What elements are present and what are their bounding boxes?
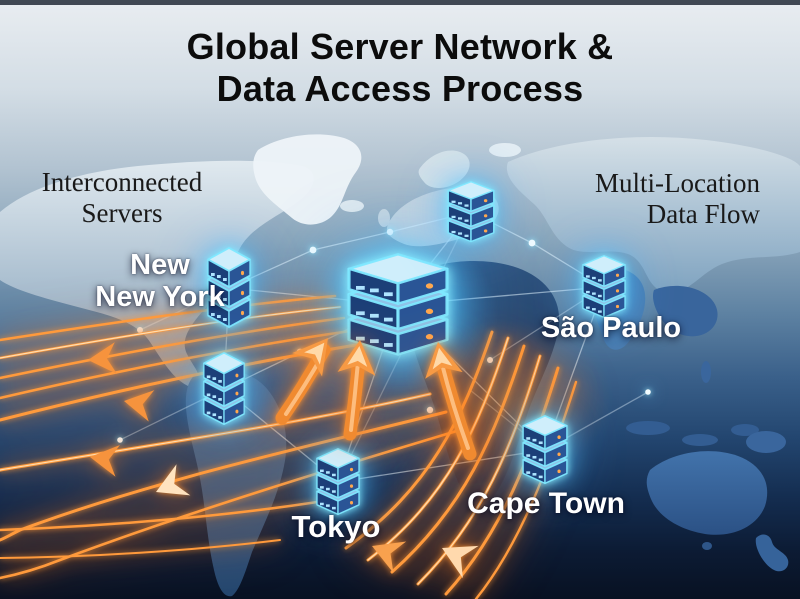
continent-australia xyxy=(646,451,768,535)
label-sao-paulo: São Paulo xyxy=(540,312,682,344)
continent-asia xyxy=(506,136,800,293)
server-icon-central xyxy=(342,253,454,357)
continent-north-america xyxy=(0,160,314,386)
server-icon-europe xyxy=(445,181,497,243)
server-icon-cape-town xyxy=(520,415,570,485)
page-title: Global Server Network & Data Access Proc… xyxy=(186,26,614,110)
island-indonesia xyxy=(682,434,718,446)
caption-interconnected-servers: Interconnected Servers xyxy=(41,167,203,228)
server-icon-tokyo xyxy=(314,448,362,516)
island-indonesia xyxy=(626,421,670,435)
island-new-guinea xyxy=(746,431,786,453)
continent-greenland xyxy=(253,134,362,225)
label-new-york: New New York xyxy=(95,249,225,313)
island-philippines xyxy=(701,361,711,383)
label-cape-town: Cape Town xyxy=(467,487,625,520)
island-new-zealand xyxy=(755,534,789,572)
caption-multi-location-data-flow: Multi-Location Data Flow xyxy=(595,168,760,229)
top-edge-strip xyxy=(0,0,800,5)
island-uk xyxy=(378,209,390,227)
island-tasmania xyxy=(702,542,712,550)
arctic-island xyxy=(489,143,521,157)
region-southeast-asia xyxy=(652,285,718,337)
island-indonesia xyxy=(731,424,759,436)
label-tokyo: Tokyo xyxy=(291,509,381,544)
data-flow-streaks-left xyxy=(0,294,462,580)
island-iceland xyxy=(340,200,364,212)
server-icon-south-america xyxy=(201,352,247,426)
server-icon-sao-paulo xyxy=(580,255,628,319)
scandinavia xyxy=(418,150,470,188)
